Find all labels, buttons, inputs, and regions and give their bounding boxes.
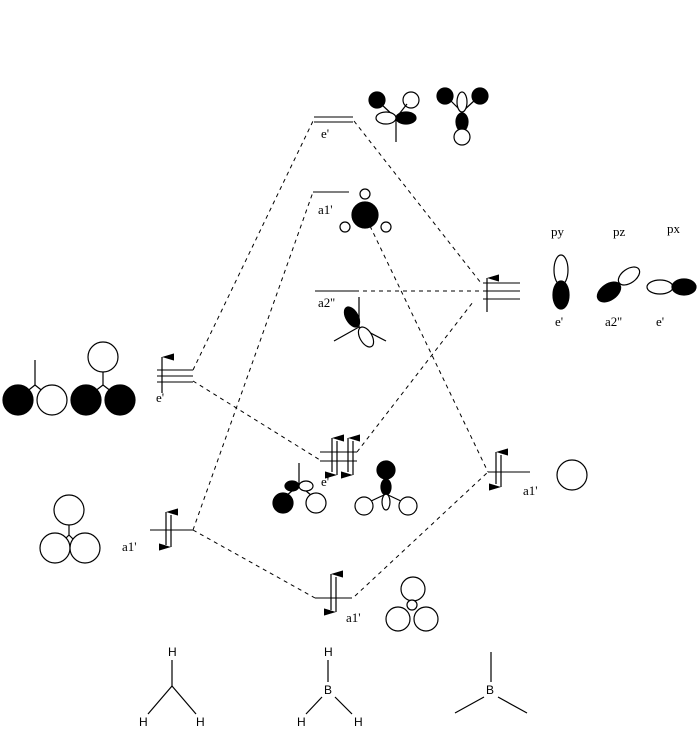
h3-a1-orbital (39, 494, 101, 564)
pz-lobe-open (617, 266, 641, 286)
level-label: a1' (318, 202, 333, 217)
corr-left-e-to-e-bond (192, 380, 321, 461)
h3-structure: H H H (139, 645, 205, 729)
corr-e-top-to-p (353, 120, 482, 284)
py-lobe-filled (552, 280, 570, 310)
level-label: e' (156, 390, 164, 405)
b-structure: B (454, 652, 528, 714)
center-a1-bonding-level: a1' (315, 570, 361, 625)
svg-text:H: H (196, 715, 205, 729)
e-bonding-orbital-2 (354, 460, 418, 516)
a1-bonding-orbital (385, 576, 439, 632)
right-a1-level: a1' (488, 448, 588, 498)
corr-left-a1-to-a1-bottom (192, 529, 316, 599)
bh3-structure: H B H H (297, 645, 363, 729)
left-e-level: e' (156, 353, 193, 405)
level-label: e' (321, 126, 329, 141)
svg-text:H: H (354, 715, 363, 729)
center-e-antibonding-level: e' (314, 116, 353, 141)
px-lobe-filled (671, 278, 697, 296)
center-a2-level: a2'' (315, 290, 355, 310)
h3-e-orbital-2 (70, 341, 136, 416)
level-label: a2'' (318, 295, 335, 310)
svg-text:B: B (486, 683, 494, 697)
svg-text:H: H (324, 645, 333, 659)
center-a1-antibonding-level: a1' (313, 191, 349, 217)
svg-text:H: H (297, 715, 306, 729)
corr-left-a1-to-a1-top (192, 191, 314, 531)
level-label: e' (321, 474, 329, 489)
level-label: a1' (346, 610, 361, 625)
corr-a1-top-to-s (369, 225, 489, 473)
e-antibonding-orbital-1 (368, 91, 420, 142)
px-symmetry: e' (656, 314, 664, 329)
pz-lobe-filled (596, 281, 622, 303)
s-orbital (556, 459, 588, 491)
px-lobe-open (646, 279, 674, 295)
e-antibonding-orbital-2 (436, 87, 489, 146)
left-a1-level: a1' (122, 508, 193, 554)
correlation-lines (192, 118, 489, 599)
level-label: a1' (523, 483, 538, 498)
corr-left-e-to-e-top (192, 118, 315, 371)
e-bonding-orbital-1 (272, 463, 327, 514)
p-orbitals: py pz px e' a2'' e' (551, 221, 697, 329)
pz-symmetry: a2'' (605, 314, 622, 329)
px-label: px (667, 221, 681, 236)
py-symmetry: e' (555, 314, 563, 329)
svg-text:H: H (168, 645, 177, 659)
pz-label: pz (613, 224, 626, 239)
level-label: a1' (122, 539, 137, 554)
svg-text:H: H (139, 715, 148, 729)
py-label: py (551, 224, 565, 239)
svg-text:B: B (324, 683, 332, 697)
a1-antibonding-orbital (339, 188, 392, 233)
corr-e-bond-to-p (356, 301, 474, 453)
h3-e-orbital-1 (2, 360, 68, 416)
right-p-level (483, 274, 520, 312)
corr-a1-bottom-to-s (354, 471, 489, 597)
a2-orbital (333, 297, 387, 348)
center-e-bonding-level: e' (320, 434, 360, 489)
